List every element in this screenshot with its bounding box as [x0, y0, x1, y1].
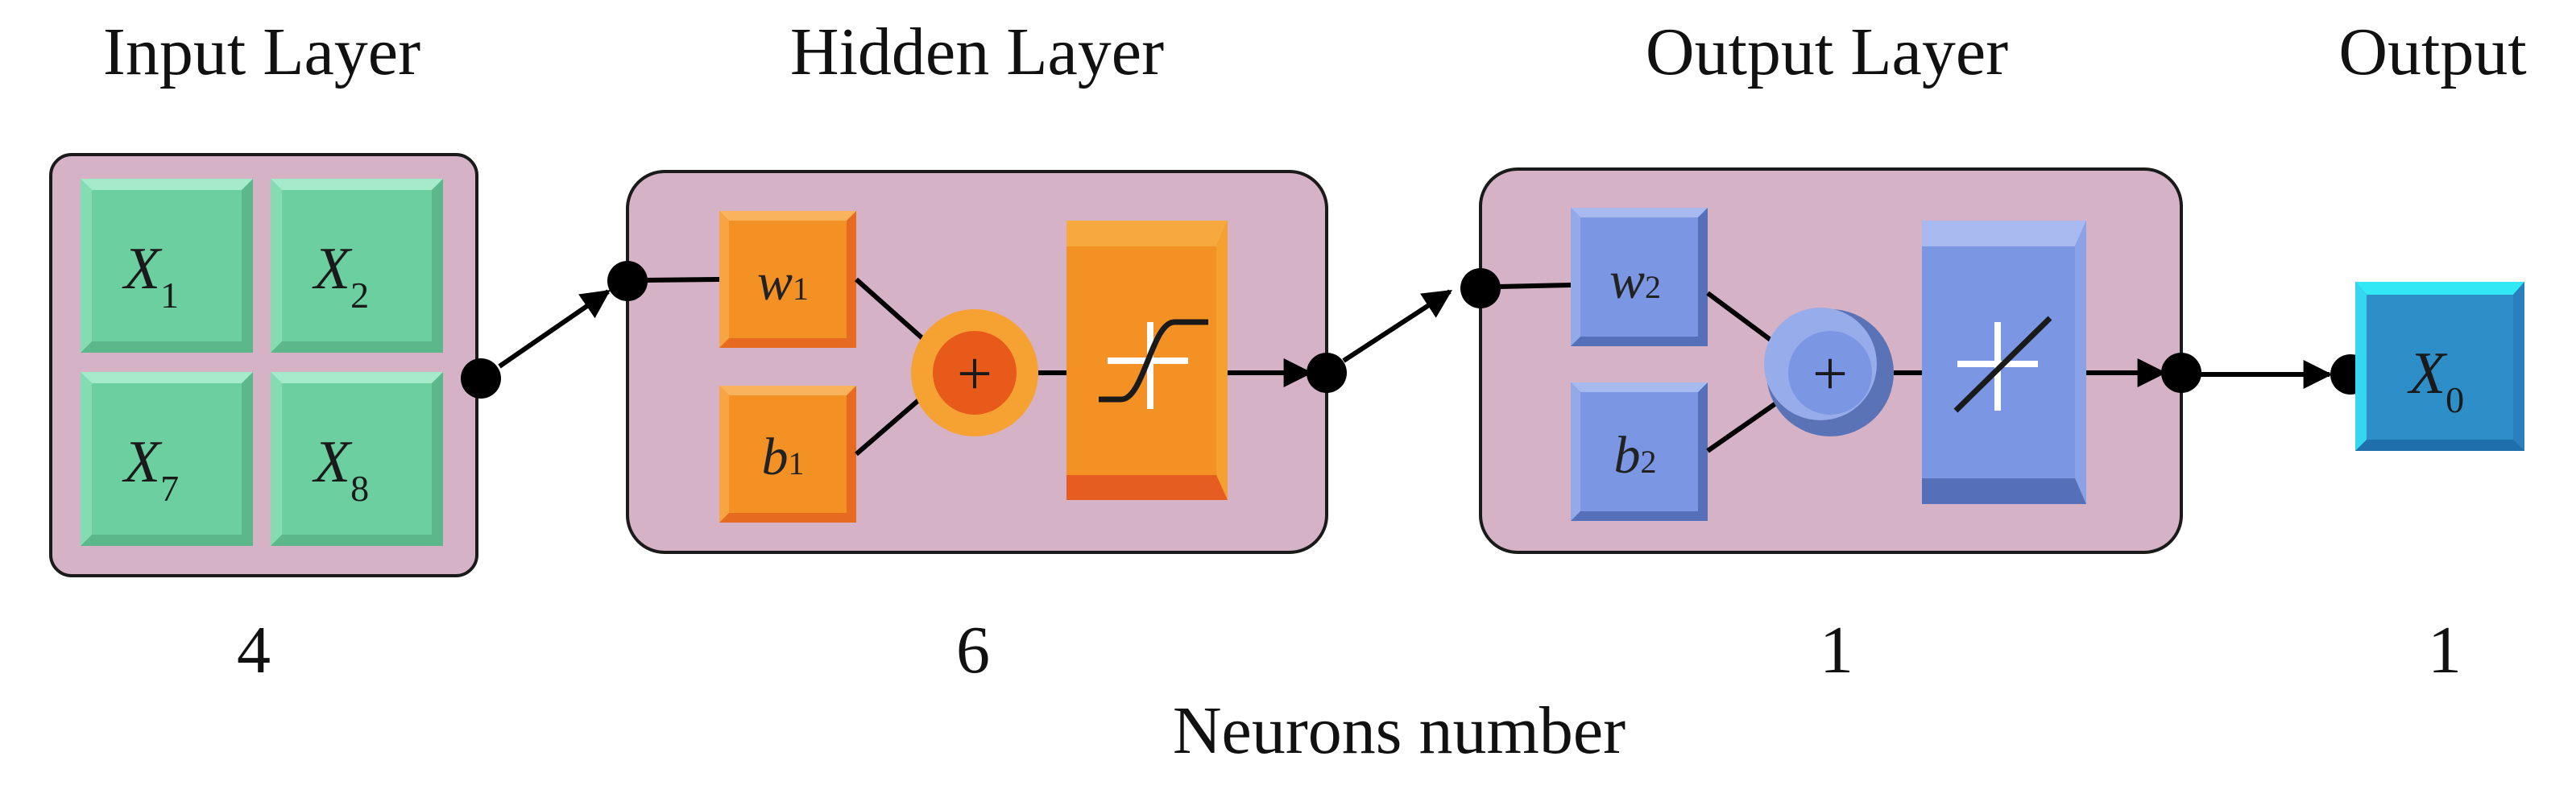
output-weight-symbol: w	[1609, 251, 1645, 310]
input-output-node	[461, 358, 501, 399]
output-bias-symbol: b	[1614, 426, 1641, 485]
output-weight-block: w2	[1571, 208, 1708, 346]
input-layer-panel: X1 X2 X7	[49, 153, 478, 577]
hidden-layer-title: Hidden Layer	[790, 14, 1164, 89]
input-x2-symbol: X	[312, 236, 353, 302]
arrow-input-to-hidden	[498, 289, 611, 369]
hidden-output-node	[1307, 353, 1347, 393]
input-cell-x7: X7	[81, 372, 253, 546]
output-sum-symbol: +	[1812, 338, 1848, 408]
svg-text:X7: X7	[122, 429, 179, 509]
input-layer-count: 4	[237, 613, 271, 688]
svg-text:b1: b1	[762, 428, 805, 486]
svg-text:X8: X8	[312, 429, 369, 509]
hidden-layer-count: 6	[956, 613, 990, 688]
hidden-layer-panel: w1 b1 +	[607, 170, 1347, 554]
result-subscript: 0	[2446, 379, 2464, 420]
output-layer-output-node	[2161, 353, 2201, 393]
output-weight-subscript: 2	[1645, 269, 1661, 305]
svg-text:X1: X1	[122, 236, 179, 316]
linear-activation-icon	[1922, 221, 2086, 504]
output-layer-input-node	[1460, 268, 1501, 308]
input-cell-x2: X2	[271, 179, 443, 353]
output-bias-subscript: 2	[1641, 444, 1657, 480]
hidden-weight-symbol: w	[757, 253, 793, 312]
input-x7-subscript: 7	[160, 468, 179, 509]
result-symbol: X	[2407, 341, 2448, 407]
hidden-bias-symbol: b	[762, 428, 789, 486]
hidden-sum-symbol: +	[957, 338, 992, 408]
input-x8-subscript: 8	[350, 468, 369, 509]
hidden-sum-node: +	[911, 309, 1038, 436]
input-x1-symbol: X	[122, 236, 163, 302]
input-cell-x1: X1	[81, 179, 253, 353]
output-title: Output	[2338, 14, 2526, 89]
output-bias-block: b2	[1571, 382, 1708, 521]
output-sum-node: +	[1764, 308, 1894, 436]
output-result-block: X0	[2355, 282, 2524, 451]
hidden-weight-block: w1	[719, 211, 856, 348]
output-count: 1	[2428, 613, 2462, 688]
hidden-bias-subscript: 1	[789, 445, 805, 482]
svg-text:w2: w2	[1609, 251, 1661, 310]
output-layer-count: 1	[1820, 613, 1853, 688]
arrow-hidden-to-output	[1342, 289, 1453, 363]
svg-text:X0: X0	[2407, 341, 2464, 420]
output-layer-title: Output Layer	[1646, 14, 2008, 89]
svg-text:b2: b2	[1614, 426, 1657, 485]
svg-text:X2: X2	[312, 236, 369, 316]
hidden-input-node	[607, 261, 648, 301]
sigmoid-activation-icon	[1066, 221, 1228, 500]
input-x8-symbol: X	[312, 429, 353, 495]
input-cell-x8: X8	[271, 372, 443, 546]
neurons-number-caption: Neurons number	[1173, 693, 1626, 768]
hidden-bias-block: b1	[719, 386, 856, 523]
input-x1-subscript: 1	[160, 275, 179, 316]
input-x7-symbol: X	[122, 429, 163, 495]
svg-text:w1: w1	[757, 253, 809, 312]
hidden-weight-subscript: 1	[793, 271, 809, 307]
output-layer-panel: w2 b2 +	[1460, 167, 2201, 554]
input-x2-subscript: 2	[350, 275, 369, 316]
input-layer-title: Input Layer	[103, 14, 420, 89]
